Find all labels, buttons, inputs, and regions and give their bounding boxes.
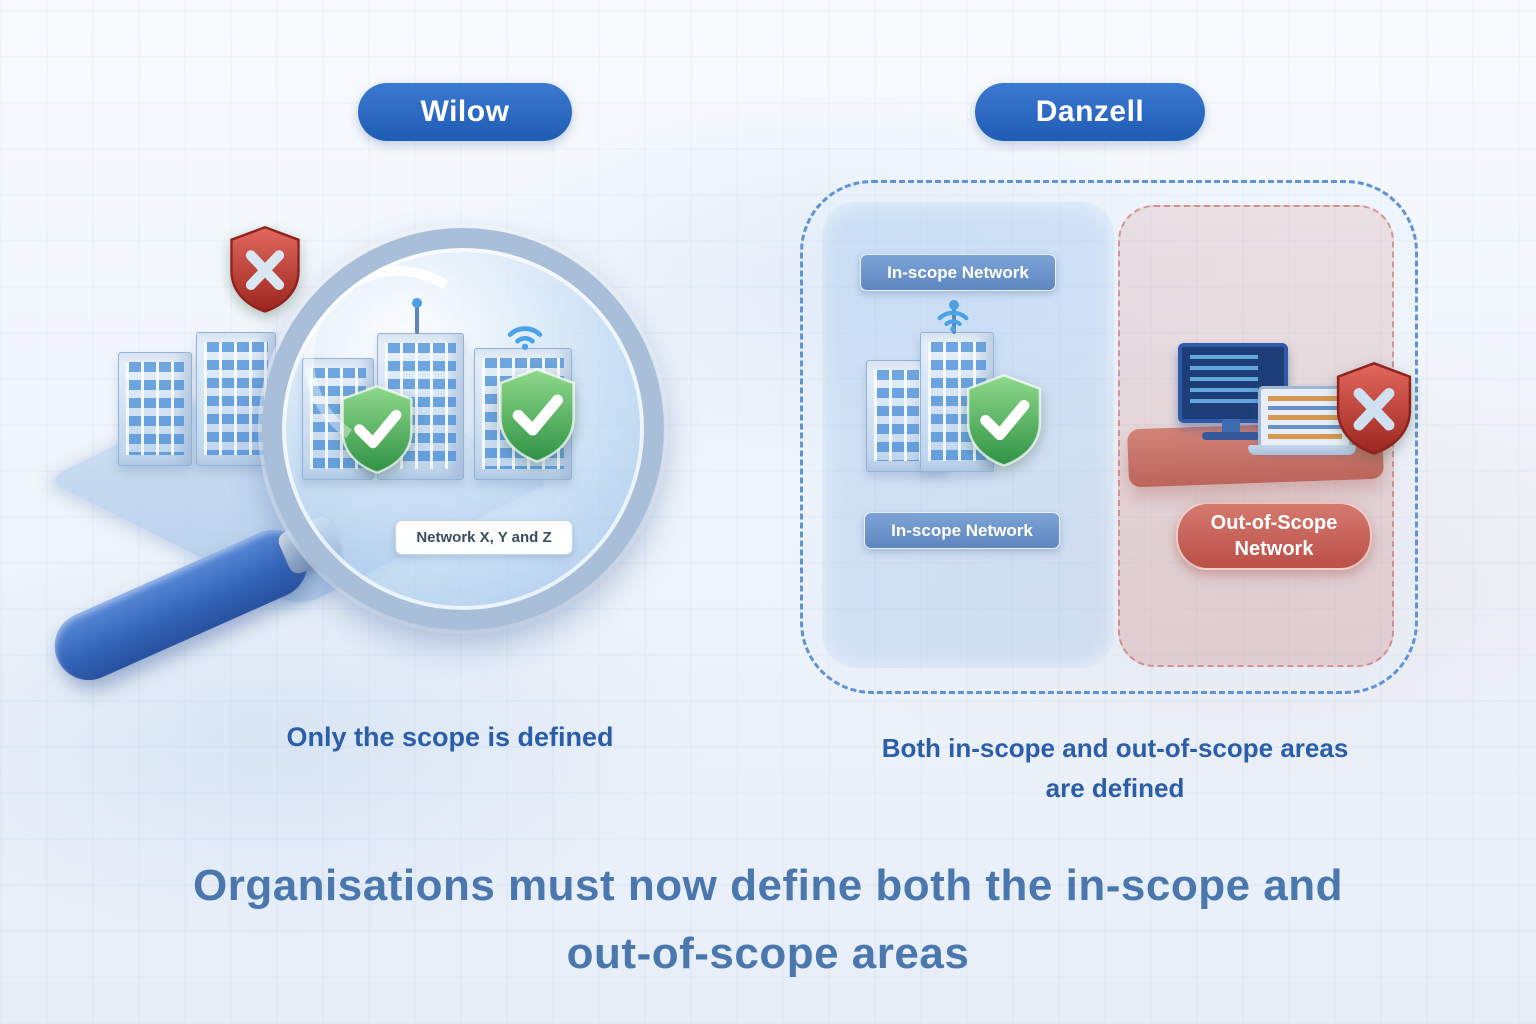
badge-danzell-label: Danzell — [1035, 95, 1145, 128]
footer-line2: out-of-scope areas — [566, 929, 970, 978]
right-caption: Both in-scope and out-of-scope areas are… — [845, 728, 1385, 808]
building-windows — [126, 362, 184, 455]
left-caption: Only the scope is defined — [170, 722, 730, 753]
in-scope-network-label-top: In-scope Network — [860, 254, 1056, 291]
monitor-code-lines — [1190, 355, 1258, 409]
red-x-shield-icon — [230, 226, 300, 313]
green-check-shield-icon — [966, 374, 1042, 467]
out-of-scope-line2: Network — [1234, 538, 1314, 560]
laptop-icon — [1258, 386, 1352, 450]
magnifier-icon — [262, 228, 664, 630]
monitor-neck — [1222, 419, 1240, 433]
building-windows — [204, 342, 268, 455]
building-icon — [196, 332, 276, 466]
laptop-base — [1248, 445, 1356, 455]
out-of-scope-line1: Out-of-Scope — [1210, 512, 1338, 534]
in-scope-network-bottom-text: In-scope Network — [891, 520, 1033, 540]
laptop-document — [1268, 396, 1342, 440]
right-caption-line1: Both in-scope and out-of-scope areas — [881, 733, 1349, 763]
footer-message: Organisations must now define both the i… — [0, 852, 1536, 988]
footer-line1: Organisations must now define both the i… — [192, 861, 1343, 910]
left-caption-text: Only the scope is defined — [286, 722, 614, 752]
in-scope-network-top-text: In-scope Network — [887, 262, 1029, 282]
monitor-base — [1202, 432, 1260, 440]
out-of-scope-network-label: Out-of-Scope Network — [1176, 502, 1372, 570]
red-x-shield-icon — [1336, 362, 1412, 455]
building-icon — [118, 352, 192, 466]
wifi-icon — [937, 310, 969, 332]
right-caption-line2: are defined — [1045, 773, 1185, 803]
in-scope-network-label-bottom: In-scope Network — [864, 512, 1060, 549]
badge-wilow: Wilow — [358, 83, 572, 141]
badge-wilow-label: Wilow — [420, 95, 510, 128]
badge-danzell: Danzell — [975, 83, 1205, 141]
